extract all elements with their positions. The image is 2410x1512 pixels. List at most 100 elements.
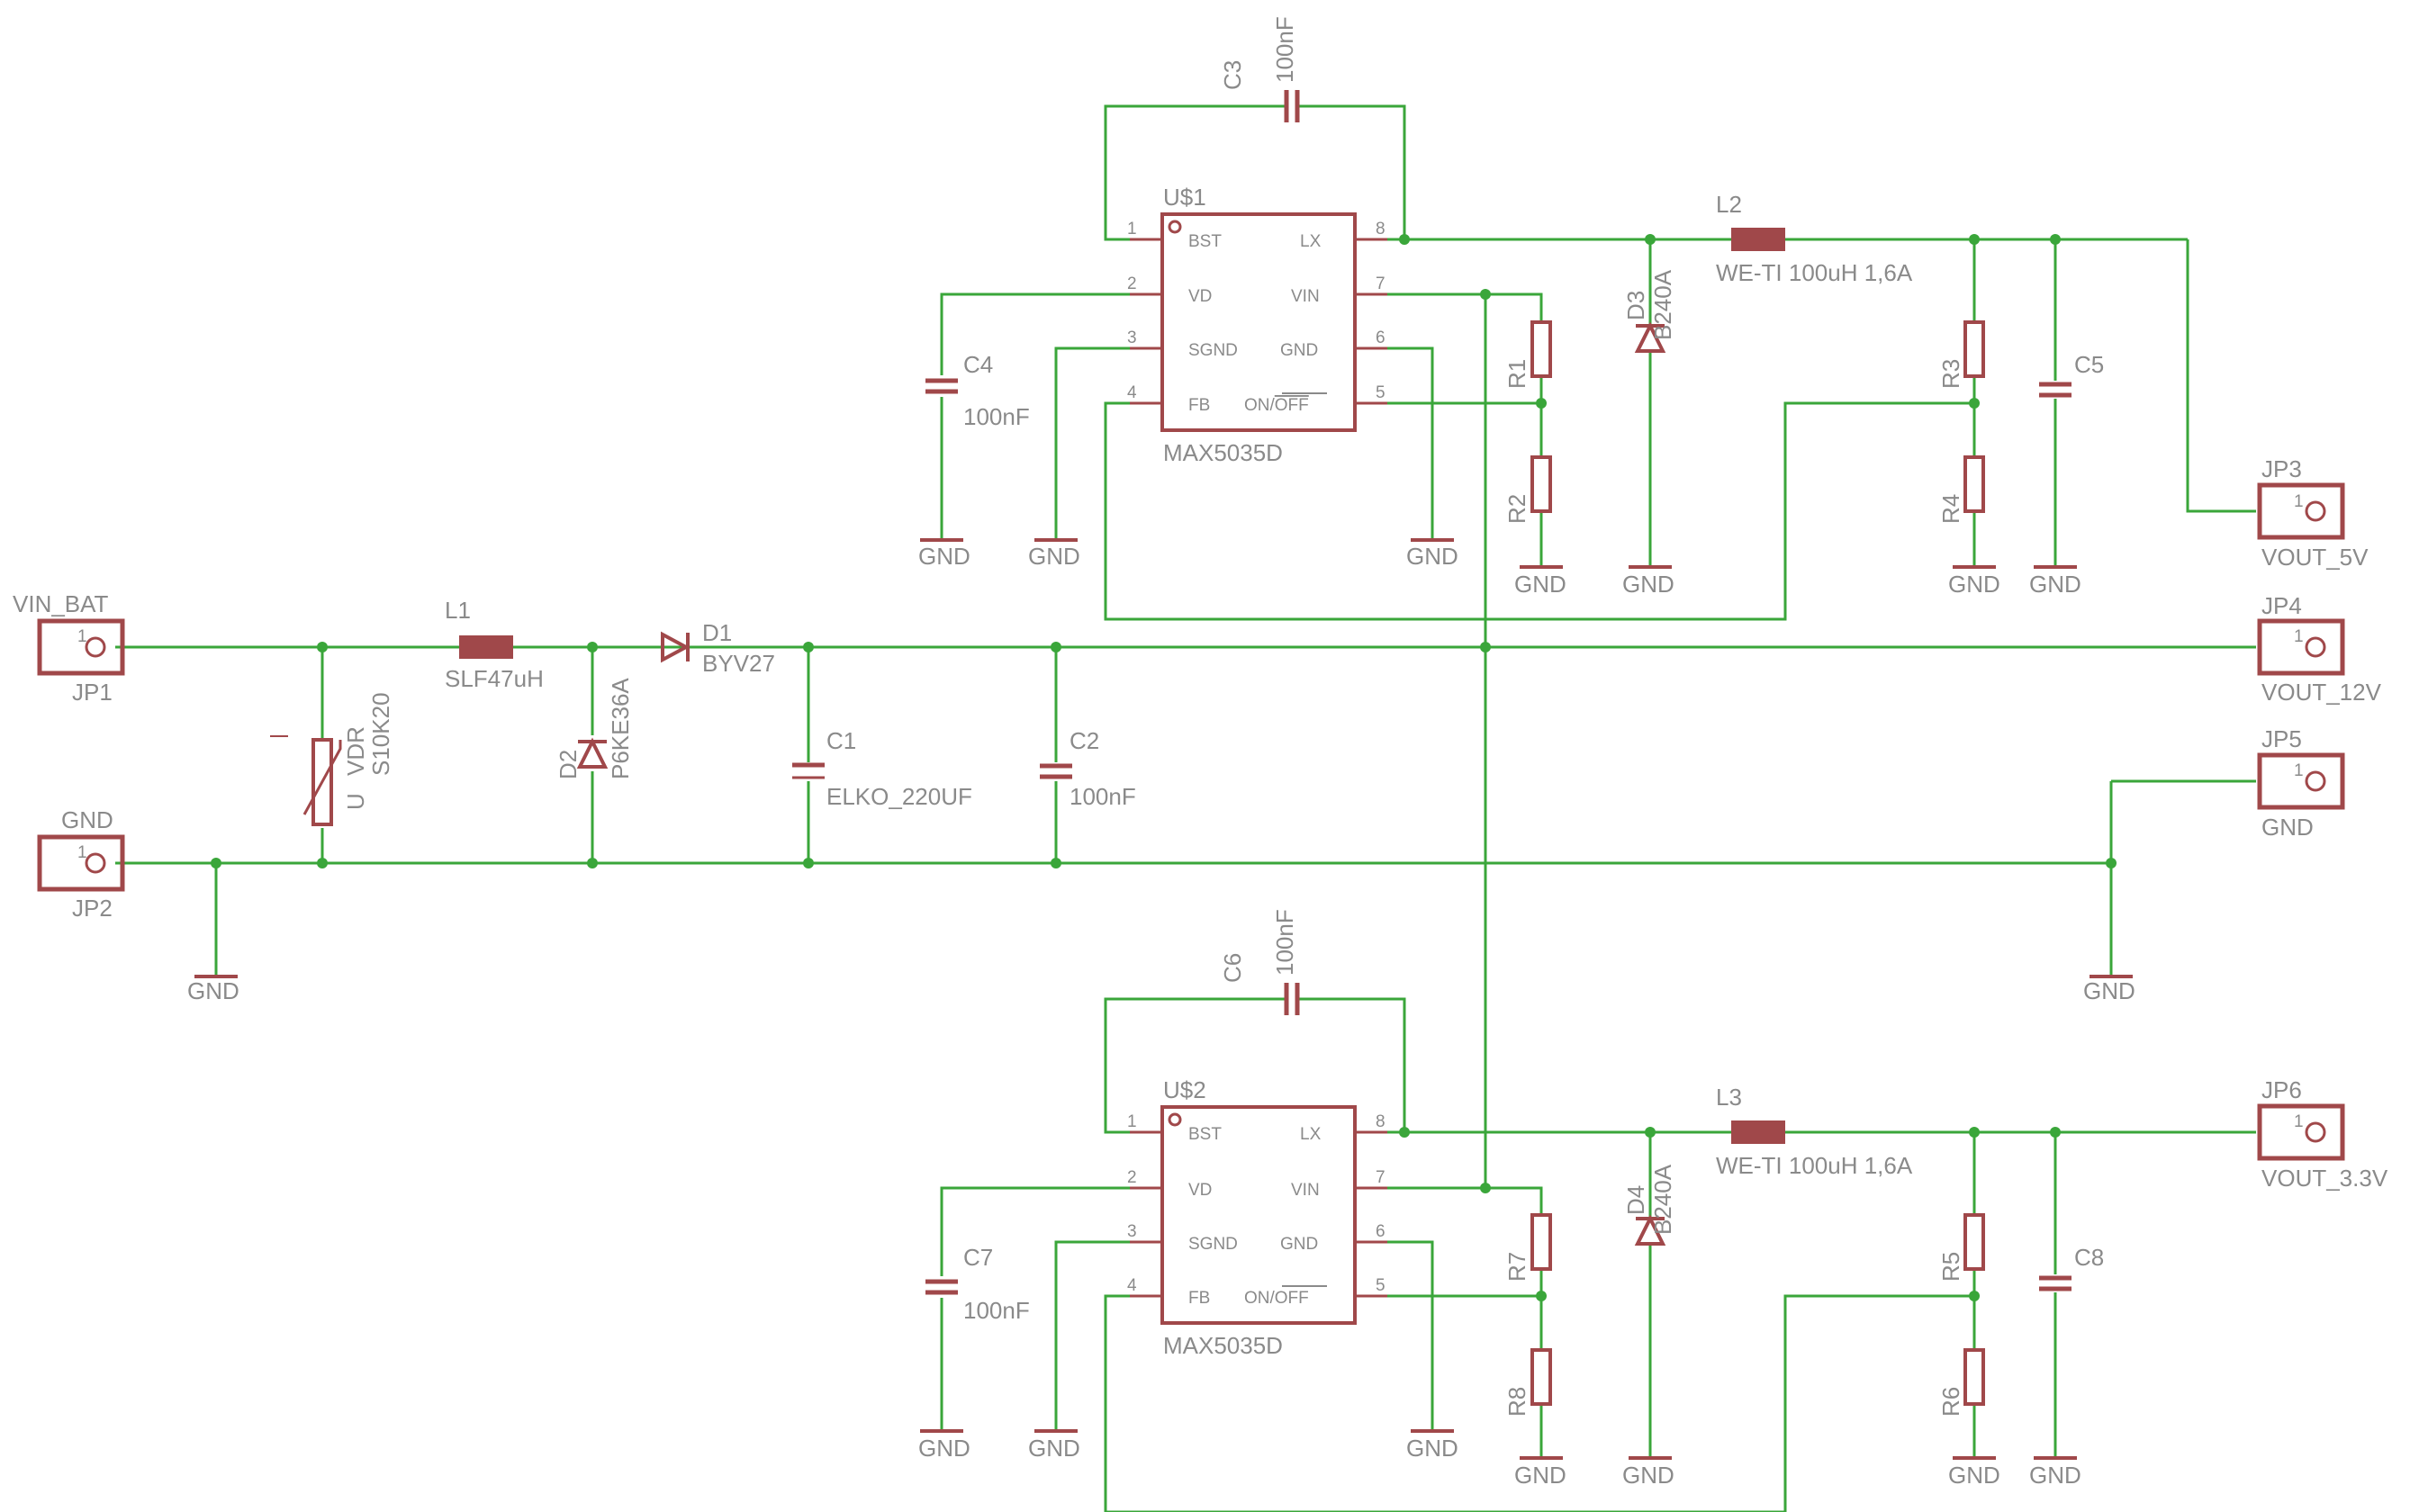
connector-jp4: JP4 1 VOUT_12V xyxy=(2260,592,2382,706)
tvs-diode-d2: D2 P6KE36A xyxy=(555,678,634,779)
svg-text:L3: L3 xyxy=(1716,1084,1742,1111)
connector-jp6: JP6 1 VOUT_3.3V xyxy=(2260,1076,2388,1192)
svg-text:MAX5035D: MAX5035D xyxy=(1163,439,1283,466)
svg-text:GND: GND xyxy=(61,806,113,833)
svg-text:ON/OFF: ON/OFF xyxy=(1244,1289,1309,1308)
capacitor-c8: C8 xyxy=(2039,1244,2104,1289)
svg-text:FB: FB xyxy=(1188,1289,1210,1308)
svg-text:C6: C6 xyxy=(1219,953,1246,983)
svg-text:C7: C7 xyxy=(963,1244,993,1271)
svg-text:4: 4 xyxy=(1127,383,1137,402)
ground-symbols-u2: GND GND GND GND GND GND GND xyxy=(918,1386,2081,1489)
svg-text:GND: GND xyxy=(1514,571,1566,598)
svg-text:GND: GND xyxy=(1406,1435,1458,1462)
svg-text:1: 1 xyxy=(2294,627,2304,646)
svg-text:WE-TI 100uH 1,6A: WE-TI 100uH 1,6A xyxy=(1716,1152,1913,1179)
wires xyxy=(115,104,2256,1512)
svg-text:GND: GND xyxy=(187,977,239,1004)
ic-u2: U$2 MAX5035D BST VD SGND FB LX VIN GND O… xyxy=(1127,1076,1387,1359)
svg-text:C4: C4 xyxy=(963,351,993,378)
inductor-l2: L2 WE-TI 100uH 1,6A xyxy=(1716,191,1913,286)
svg-text:GND: GND xyxy=(1406,543,1458,570)
svg-text:JP2: JP2 xyxy=(72,895,113,922)
svg-text:B240A: B240A xyxy=(1649,269,1676,340)
svg-text:GND: GND xyxy=(1028,1435,1080,1462)
svg-text:WE-TI 100uH 1,6A: WE-TI 100uH 1,6A xyxy=(1716,259,1913,286)
svg-text:VD: VD xyxy=(1188,1181,1212,1200)
capacitor-c1: C1 ELKO_220UF xyxy=(792,727,972,810)
svg-text:GND: GND xyxy=(1622,571,1674,598)
svg-text:GND: GND xyxy=(1948,1462,2000,1489)
svg-text:JP3: JP3 xyxy=(2261,455,2302,482)
svg-text:R2: R2 xyxy=(1503,494,1530,524)
svg-text:C5: C5 xyxy=(2074,351,2104,378)
capacitor-c3: C3 100nF xyxy=(1219,16,1298,122)
resistor-r6: R6 xyxy=(1937,1348,1985,1417)
svg-text:SGND: SGND xyxy=(1188,1235,1238,1254)
svg-text:D4: D4 xyxy=(1622,1185,1649,1215)
svg-text:100nF: 100nF xyxy=(1271,16,1298,83)
svg-text:R1: R1 xyxy=(1503,359,1530,389)
capacitor-c6: C6 100nF xyxy=(1219,909,1298,1015)
svg-text:7: 7 xyxy=(1376,1168,1386,1187)
svg-text:VIN_BAT: VIN_BAT xyxy=(13,590,109,617)
svg-text:100nF: 100nF xyxy=(1070,783,1136,810)
svg-text:1: 1 xyxy=(77,843,87,862)
svg-text:R3: R3 xyxy=(1937,359,1964,389)
schottky-diode-d3: D3 B240A xyxy=(1622,269,1676,353)
svg-text:7: 7 xyxy=(1376,274,1386,293)
resistor-r8: R8 xyxy=(1503,1348,1552,1417)
svg-text:U$2: U$2 xyxy=(1163,1076,1206,1103)
svg-text:GND: GND xyxy=(2083,977,2135,1004)
capacitor-c7: C7 100nF xyxy=(925,1244,1030,1324)
svg-text:VDR: VDR xyxy=(342,726,369,776)
svg-text:LX: LX xyxy=(1300,1125,1322,1144)
svg-text:D3: D3 xyxy=(1622,291,1649,320)
connector-jp3: JP3 1 VOUT_5V xyxy=(2260,455,2369,571)
capacitor-c4: C4 100nF xyxy=(925,351,1030,430)
svg-text:U: U xyxy=(342,793,369,810)
svg-text:SLF47uH: SLF47uH xyxy=(445,665,544,692)
resistor-r7: R7 xyxy=(1503,1213,1552,1282)
svg-text:R6: R6 xyxy=(1937,1387,1964,1417)
svg-text:C3: C3 xyxy=(1219,60,1246,90)
svg-text:ON/OFF: ON/OFF xyxy=(1244,396,1309,415)
svg-text:VIN: VIN xyxy=(1291,1181,1320,1200)
resistor-r2: R2 xyxy=(1503,455,1552,524)
svg-text:MAX5035D: MAX5035D xyxy=(1163,1332,1283,1359)
schottky-diode-d4: D4 B240A xyxy=(1622,1164,1676,1246)
svg-text:LX: LX xyxy=(1300,232,1322,251)
svg-text:BYV27: BYV27 xyxy=(702,650,775,677)
svg-text:JP4: JP4 xyxy=(2261,592,2302,619)
svg-text:R8: R8 xyxy=(1503,1387,1530,1417)
svg-text:GND: GND xyxy=(1280,341,1318,360)
svg-text:GND: GND xyxy=(1948,571,2000,598)
resistor-r5: R5 xyxy=(1937,1213,1985,1282)
svg-text:D1: D1 xyxy=(702,619,732,646)
svg-text:1: 1 xyxy=(2294,1112,2304,1131)
svg-text:GND: GND xyxy=(1514,1462,1566,1489)
svg-text:R4: R4 xyxy=(1937,494,1964,524)
svg-text:GND: GND xyxy=(1622,1462,1674,1489)
diode-d1: D1 BYV27 xyxy=(661,619,775,677)
svg-text:100nF: 100nF xyxy=(1271,909,1298,976)
ground-symbol-right: GND xyxy=(2083,932,2135,1004)
capacitor-c5: C5 xyxy=(2039,351,2104,395)
svg-text:2: 2 xyxy=(1127,1168,1137,1187)
svg-text:C8: C8 xyxy=(2074,1244,2104,1271)
ground-symbols-u1: GND GND GND GND GND GND GND xyxy=(918,495,2081,598)
svg-text:100nF: 100nF xyxy=(963,1297,1030,1324)
svg-text:U$1: U$1 xyxy=(1163,184,1206,211)
connector-jp1: VIN_BAT 1 JP1 xyxy=(13,590,122,706)
svg-text:VOUT_3.3V: VOUT_3.3V xyxy=(2261,1165,2388,1192)
svg-text:3: 3 xyxy=(1127,1222,1137,1241)
connector-jp2: GND 1 JP2 xyxy=(40,806,122,922)
svg-text:VOUT_5V: VOUT_5V xyxy=(2261,544,2369,571)
svg-text:D2: D2 xyxy=(555,750,582,779)
svg-text:C1: C1 xyxy=(826,727,856,754)
svg-text:5: 5 xyxy=(1376,383,1386,402)
svg-text:GND: GND xyxy=(918,543,970,570)
inductor-l3: L3 WE-TI 100uH 1,6A xyxy=(1716,1084,1913,1179)
svg-text:B240A: B240A xyxy=(1649,1164,1676,1235)
